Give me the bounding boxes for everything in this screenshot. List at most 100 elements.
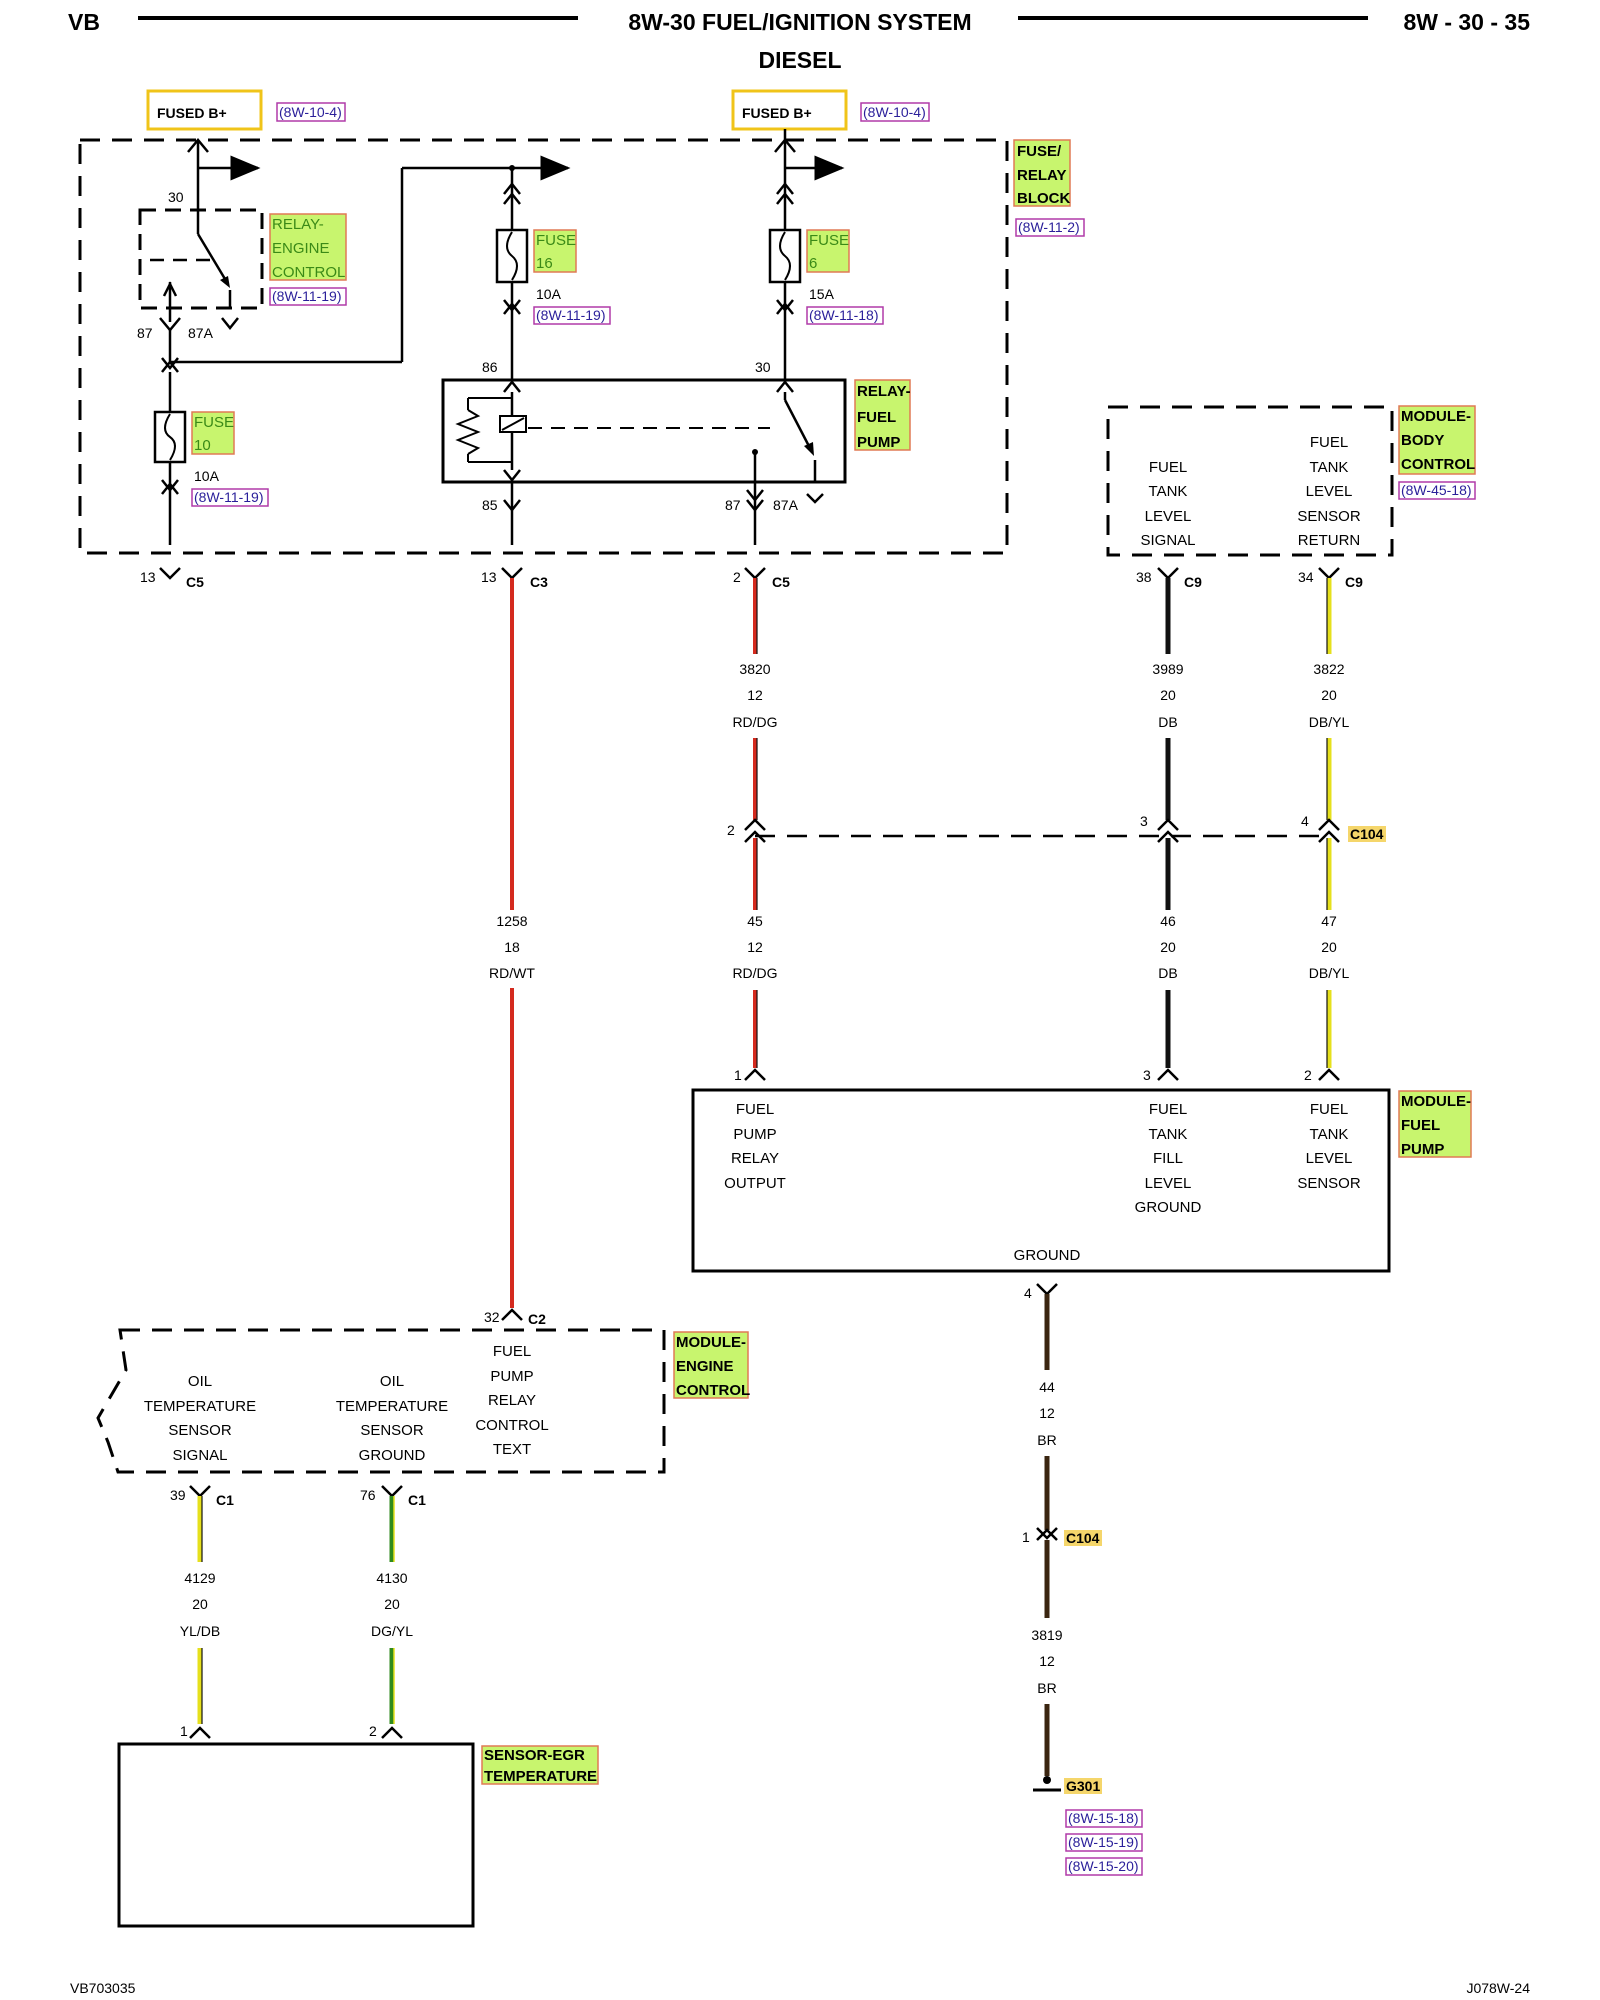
svg-text:LEVEL: LEVEL [1145,1175,1192,1192]
module-fuel-pump-label-3: PUMP [1401,1141,1444,1158]
svg-text:RETURN: RETURN [1298,532,1361,549]
svg-text:C9: C9 [1184,574,1202,590]
svg-text:TANK: TANK [1149,483,1188,500]
wire-3822: 3822 20 DB/YL [1309,578,1349,820]
fuse-16-label-2: 16 [536,255,553,272]
svg-text:FUEL: FUEL [1310,434,1348,451]
fuse-6: FUSE 6 15A (8W-11-18) [768,129,884,380]
connector-c9-34: 34 C9 [1298,567,1363,590]
fused-b-plus-right-ref[interactable]: (8W-10-4) [863,104,926,120]
fuse-relay-block-label: FUSE/ RELAY BLOCK (8W-11-2) [1013,139,1085,237]
fuse-6-ref[interactable]: (8W-11-18) [809,307,879,323]
svg-text:18: 18 [504,939,520,955]
svg-text:BR: BR [1037,1432,1056,1448]
svg-text:87A: 87A [773,497,799,513]
svg-text:GROUND: GROUND [1014,1247,1081,1264]
svg-text:34: 34 [1298,569,1314,585]
svg-text:3819: 3819 [1031,1627,1062,1643]
ground-ref-3[interactable]: (8W-15-20) [1068,1858,1139,1874]
svg-text:47: 47 [1321,913,1337,929]
relay-engine-control-ref[interactable]: (8W-11-19) [272,288,342,304]
svg-text:TANK: TANK [1310,459,1349,476]
svg-text:2: 2 [733,569,741,585]
svg-text:12: 12 [747,687,763,703]
ground-ref-1[interactable]: (8W-15-18) [1068,1810,1139,1826]
svg-text:RD/WT: RD/WT [489,965,535,981]
wire-44: 4 44 12 BR [1024,1283,1058,1530]
svg-text:RELAY: RELAY [1017,167,1066,184]
fuse-6-label-1: FUSE [809,232,849,249]
fuse-10-label-1: FUSE [194,414,234,431]
module-body-control-label-2: BODY [1401,432,1444,449]
fuse-10-label-2: 10 [194,437,211,454]
svg-text:76: 76 [360,1487,376,1503]
fuse-10: FUSE 10 10A (8W-11-19) [153,357,269,545]
sensor-egr-label-1: SENSOR-EGR [484,1747,585,1764]
module-body-control-ref[interactable]: (8W-45-18) [1401,482,1472,498]
svg-text:GROUND: GROUND [1135,1199,1202,1216]
page-header: VB 8W-30 FUEL/IGNITION SYSTEM 8W - 30 - … [68,9,1530,73]
svg-text:4: 4 [1024,1285,1032,1301]
svg-text:30: 30 [168,189,184,205]
fuse-10-ref[interactable]: (8W-11-19) [194,489,264,505]
fuse-relay-block-ref[interactable]: (8W-11-2) [1018,219,1080,235]
module-engine-control-label-3: CONTROL [676,1382,750,1399]
svg-text:20: 20 [1160,687,1176,703]
relay-fuel-pump-label-3: PUMP [857,434,900,451]
internal-feed-wire [168,155,571,364]
svg-text:45: 45 [747,913,763,929]
wire-3820: 3820 12 RD/DG [732,578,778,820]
svg-text:FUEL: FUEL [1310,1101,1348,1118]
svg-text:2: 2 [727,822,735,838]
fuse-16-ref[interactable]: (8W-11-19) [536,307,606,323]
connector-c9-38: 38 C9 [1136,567,1202,590]
svg-text:DB: DB [1158,714,1177,730]
fused-b-plus-right: FUSED B+ (8W-10-4) [731,89,930,131]
connector-c104-ground: 1 C104 [1022,1527,1102,1546]
svg-text:85: 85 [482,497,498,513]
svg-text:LEVEL: LEVEL [1145,508,1192,525]
footer-left: VB703035 [70,1980,136,1996]
svg-text:32: 32 [484,1309,500,1325]
fuse-6-rating: 15A [809,286,835,302]
ground-g301: G301 (8W-15-18) (8W-15-19) (8W-15-20) [1033,1776,1143,1876]
module-engine-control-label-1: MODULE- [676,1334,746,1351]
svg-text:3: 3 [1140,813,1148,829]
ground-ref-2[interactable]: (8W-15-19) [1068,1834,1139,1850]
svg-text:1: 1 [180,1723,188,1739]
module-engine-control: 32 C2 OIL TEMPERATURE SENSOR SIGNAL OIL … [96,1308,750,1474]
svg-text:3820: 3820 [739,661,770,677]
svg-text:C5: C5 [772,574,790,590]
ground-g301-label: G301 [1066,1778,1100,1794]
fuse-10-rating: 10A [194,468,220,484]
svg-text:86: 86 [482,359,498,375]
svg-text:20: 20 [192,1596,208,1612]
svg-text:TEMPERATURE: TEMPERATURE [336,1398,448,1415]
svg-text:13: 13 [140,569,156,585]
svg-text:3989: 3989 [1152,661,1183,677]
svg-text:TANK: TANK [1149,1126,1188,1143]
svg-text:C9: C9 [1345,574,1363,590]
header-title: 8W-30 FUEL/IGNITION SYSTEM [628,9,971,35]
svg-text:FUEL: FUEL [1149,1101,1187,1118]
connector-c104-row: 2 3 4 C104 [727,813,1386,843]
svg-text:OIL: OIL [188,1373,212,1390]
svg-text:20: 20 [1321,687,1337,703]
header-page-number: 8W - 30 - 35 [1403,9,1530,35]
svg-text:CONTROL: CONTROL [475,1417,548,1434]
connector-c104-label: C104 [1350,826,1384,842]
svg-text:BR: BR [1037,1680,1056,1696]
svg-text:FUEL: FUEL [736,1101,774,1118]
svg-text:44: 44 [1039,1379,1055,1395]
fuse-relay-block-outline [78,138,1009,555]
fused-b-plus-left-ref[interactable]: (8W-10-4) [279,104,342,120]
svg-text:LEVEL: LEVEL [1306,1150,1353,1167]
relay-engine-control-label-3: CONTROL [272,264,345,281]
svg-text:46: 46 [1160,913,1176,929]
connector-c3-13: 13 C3 [481,567,548,590]
svg-text:FUEL: FUEL [1149,459,1187,476]
relay-engine-control-label-2: ENGINE [272,240,330,257]
svg-text:1258: 1258 [496,913,527,929]
svg-text:LEVEL: LEVEL [1306,483,1353,500]
